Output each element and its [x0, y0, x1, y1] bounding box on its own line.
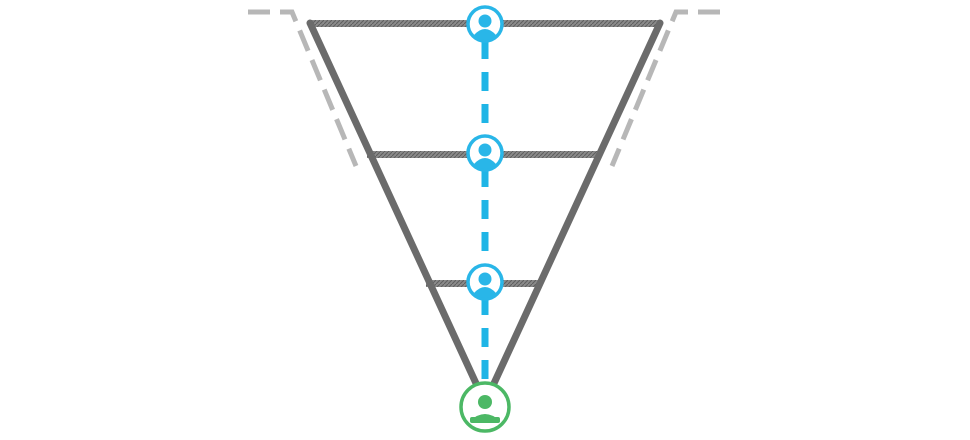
funnel-side-right — [486, 19, 664, 396]
funnel-outer-edge-left — [248, 9, 359, 167]
stage-1-person-icon — [466, 5, 504, 43]
stage-2-person-icon — [466, 134, 504, 172]
funnel-outer-edge-right — [609, 9, 720, 167]
stage-3-person-icon — [466, 263, 504, 301]
converted-person-icon — [459, 381, 511, 433]
funnel-side-left — [306, 19, 484, 396]
